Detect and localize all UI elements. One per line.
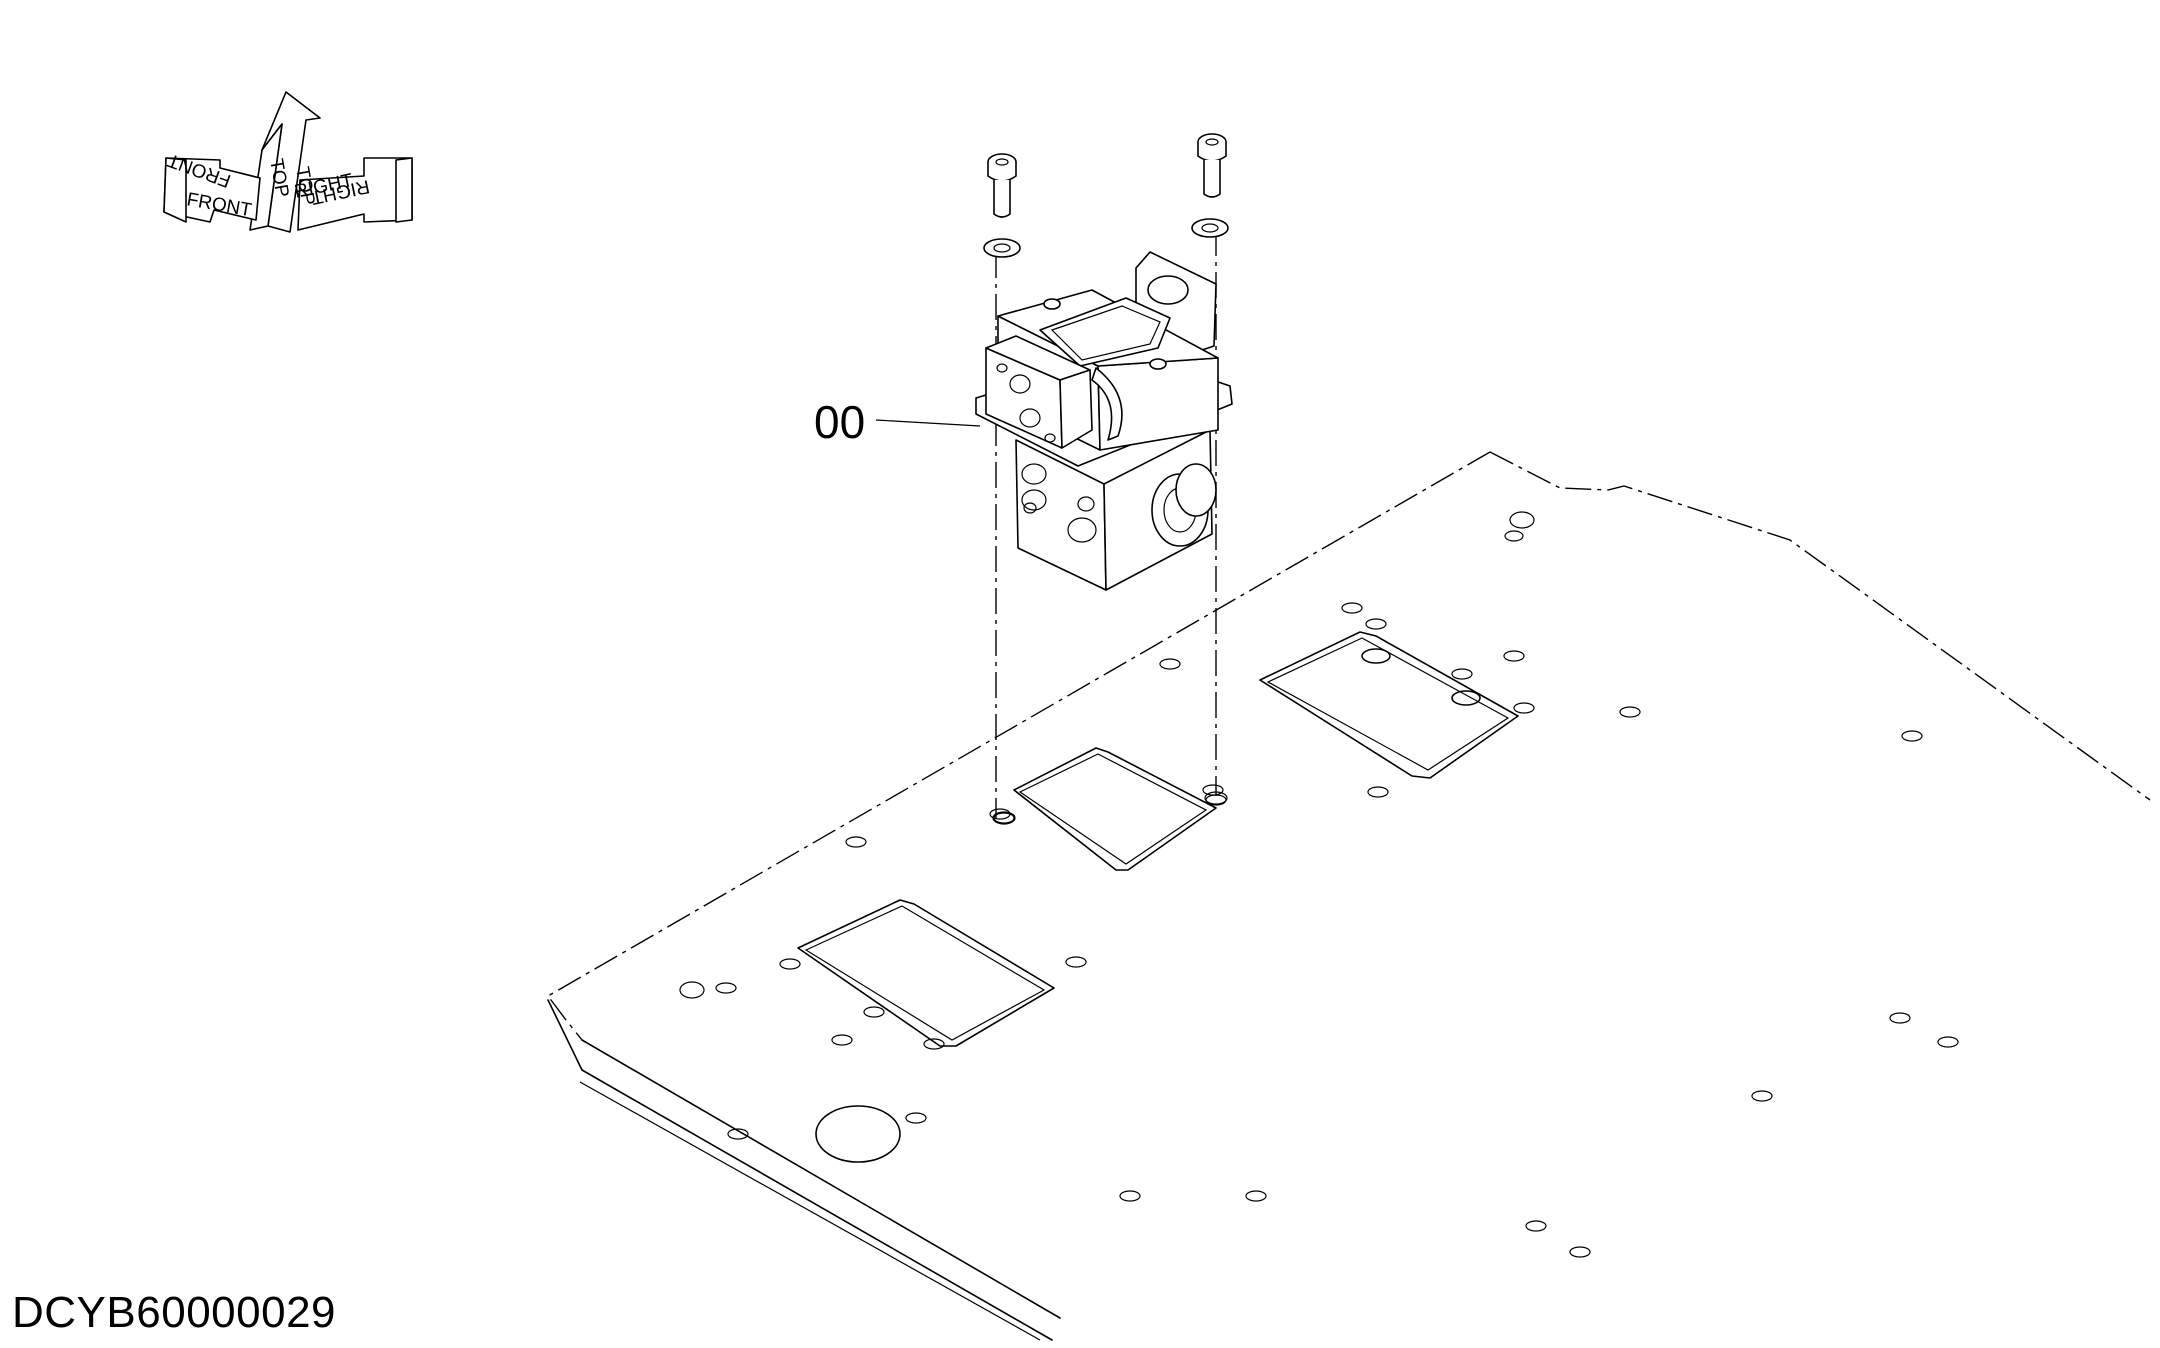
bolt-right bbox=[1197, 133, 1227, 198]
washer-left bbox=[983, 238, 1021, 258]
base-plate bbox=[546, 451, 2151, 1341]
bolt-left bbox=[987, 153, 1017, 218]
valve-assembly bbox=[975, 251, 1233, 591]
orientation-indicator: FRONT FRONT TOP RIGHT RIGHT TOP bbox=[163, 91, 413, 233]
part-callout: 00 bbox=[814, 396, 981, 448]
plate-holes bbox=[679, 511, 1959, 1258]
washer-right bbox=[1191, 218, 1229, 238]
callout-label: 00 bbox=[814, 396, 865, 448]
drawing-id: DCYB60000029 bbox=[12, 1288, 337, 1337]
